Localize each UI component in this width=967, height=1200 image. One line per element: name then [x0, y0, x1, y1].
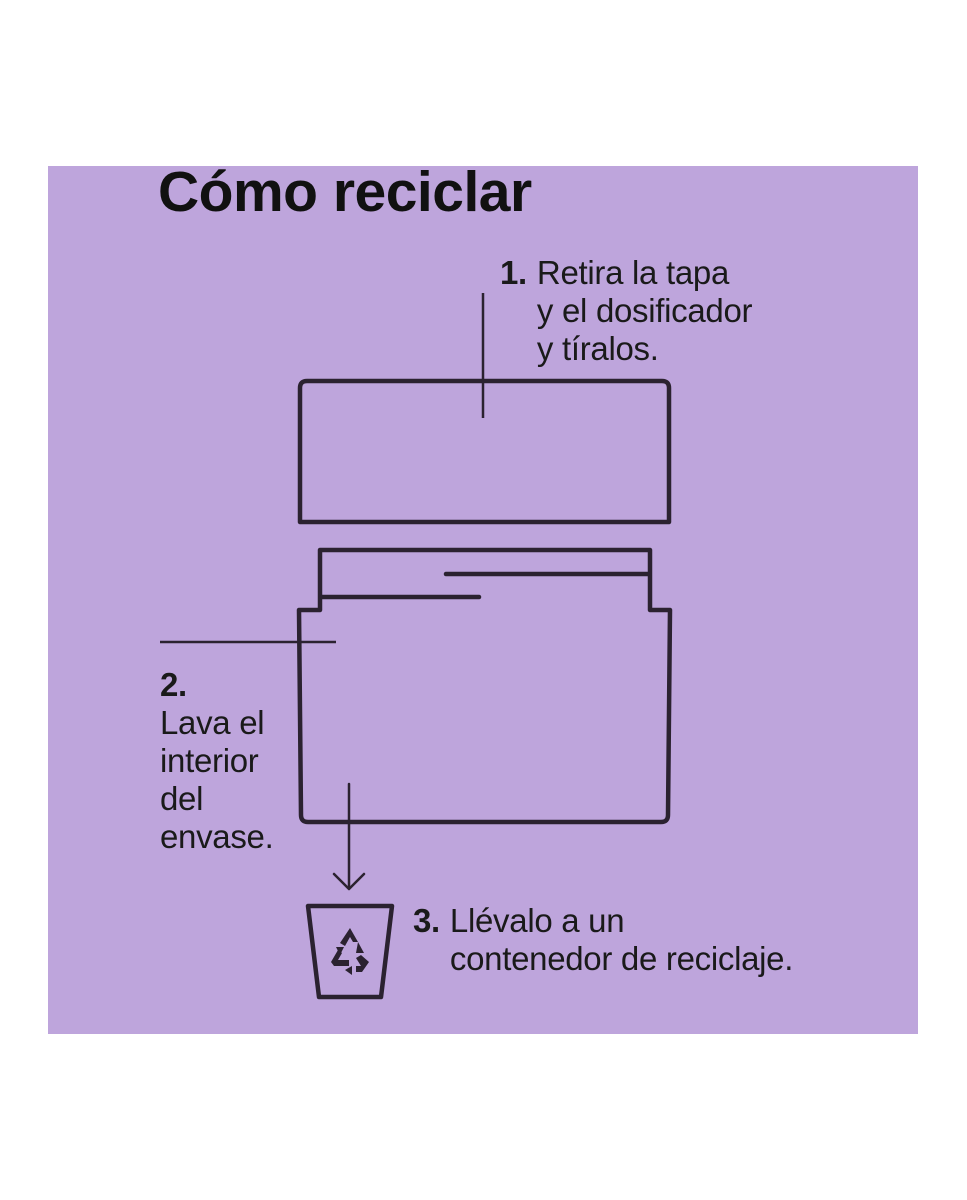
step-1: 1. Retira la tapa y el dosificador y tír…: [500, 254, 753, 368]
step-3: 3. Llévalo a un contenedor de reciclaje.: [413, 902, 793, 978]
step-text: Retira la tapa y el dosificador y tíralo…: [536, 254, 753, 368]
step-number: 3.: [413, 902, 440, 939]
step-text: Llévalo a un contenedor de reciclaje.: [450, 902, 793, 978]
step-text-line: interior: [160, 742, 259, 779]
step-text-line: Lava el: [160, 704, 265, 741]
step-text-line: del: [160, 780, 204, 817]
step-text-line: y el dosificador: [536, 292, 753, 329]
step-number: 2.: [160, 666, 187, 703]
step-text-line: Retira la tapa: [536, 254, 729, 291]
page-title: Cómo reciclar: [158, 160, 532, 224]
step-2: 2. Lava el interior del envase.: [160, 666, 274, 856]
step-text-line: Llévalo a un: [449, 902, 625, 939]
step-text-line: y tíralos.: [536, 330, 659, 367]
step-number: 1.: [500, 254, 527, 291]
step-text-line: contenedor de reciclaje.: [449, 940, 794, 977]
step-text-line: envase.: [160, 818, 274, 855]
